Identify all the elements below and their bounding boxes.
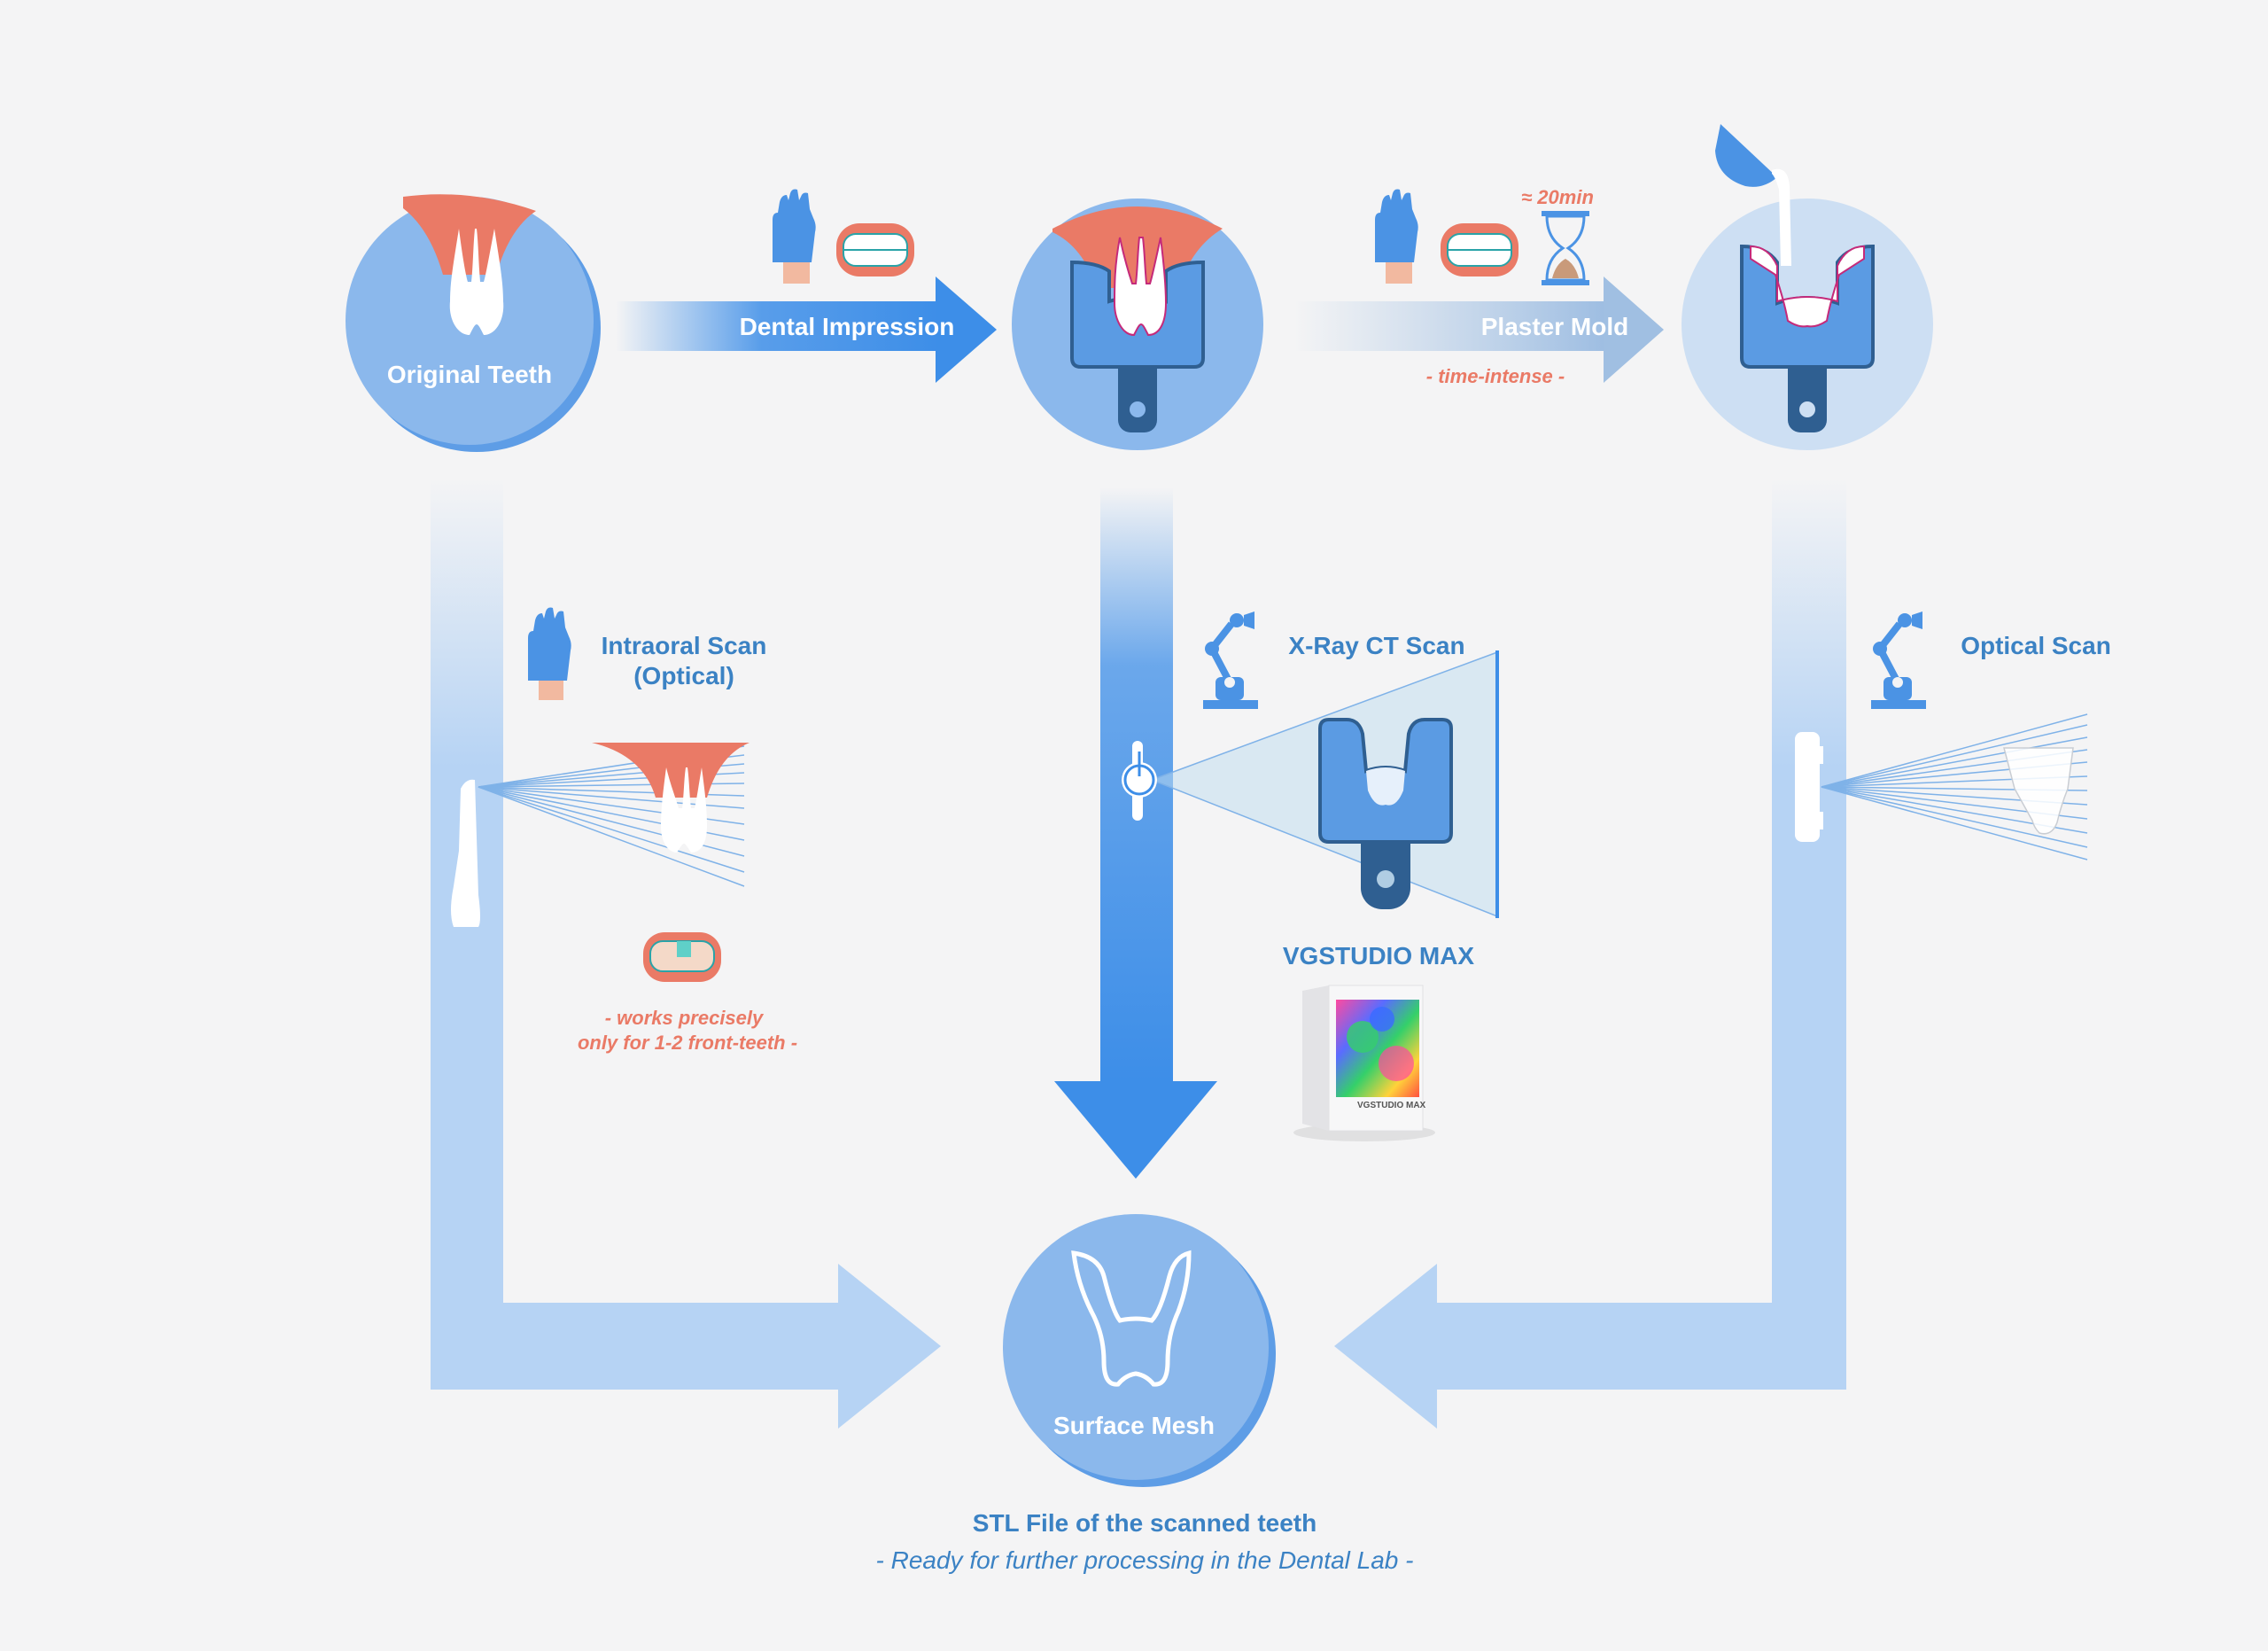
plaster-mold-label: Plaster Mold [1481,313,1628,340]
impression-node [1012,199,1263,450]
xray-scan-label: X-Ray CT Scan [1288,632,1464,659]
denture-icon [643,932,721,982]
optical-scan-section: Optical Scan [1795,611,2111,861]
original-teeth-label: Original Teeth [387,361,552,388]
ct-source-icon [1122,741,1157,821]
ct-tray-icon [1318,718,1453,909]
dental-impression-label: Dental Impression [740,313,955,340]
time-estimate: ≈ 20min [1521,186,1594,208]
scanned-mold-icon [2003,747,2074,835]
time-intense-note: - time-intense - [1426,365,1565,387]
left-flow-arrow [431,479,941,1429]
glove-icon [773,189,816,284]
robot-arm-icon [1203,611,1258,709]
intraoral-note-line1: - works precisely [605,1007,765,1029]
dental-impression-arrow: Dental Impression [616,276,997,383]
denture-icon [836,223,914,276]
tooth-icon [449,229,504,335]
hourglass-icon: ≈ 20min [1521,186,1594,285]
impression-tray-icon [1070,237,1205,432]
intraoral-note-line2: only for 1-2 front-teeth - [578,1032,797,1054]
glove-icon [1375,189,1418,284]
mesh-tooth-outline [1071,1250,1192,1387]
glove-icon [528,607,571,700]
pour-cup-icon [1715,124,1791,266]
optical-scan-label: Optical Scan [1961,632,2111,659]
surface-mesh-node: Surface Mesh [1003,1214,1276,1487]
plaster-node [1682,124,1933,450]
output-title: STL File of the scanned teeth [973,1509,1317,1537]
software-box-icon: VGSTUDIO MAX [1293,985,1435,1141]
tooth-icon [661,767,707,853]
intraoral-scan-section: Intraoral Scan (Optical) - works precise [451,607,797,1054]
right-flow-arrow [1334,479,1846,1429]
gum-icon [592,743,750,798]
software-box-label: VGSTUDIO MAX [1357,1101,1426,1110]
vgstudio-label: VGSTUDIO MAX [1283,942,1475,970]
scanner-wand-icon [451,779,480,927]
intraoral-scan-label: Intraoral Scan [602,632,767,659]
optical-scanner-icon [1795,732,1823,842]
center-flow-arrow [1054,487,1217,1179]
robot-arm-icon [1871,611,1926,709]
original-teeth-node: Original Teeth [346,194,601,452]
xray-scan-section: X-Ray CT Scan VGSTUDIO MAX VGSTUDIO MAX [1122,611,1499,1141]
output-subtitle: - Ready for further processing in the De… [876,1546,1414,1574]
denture-icon [1441,223,1518,276]
surface-mesh-label: Surface Mesh [1053,1412,1215,1439]
intraoral-scan-sublabel: (Optical) [633,662,734,689]
plaster-mold-arrow: Plaster Mold - time-intense - [1293,276,1664,387]
plaster-tray-icon [1740,244,1875,432]
